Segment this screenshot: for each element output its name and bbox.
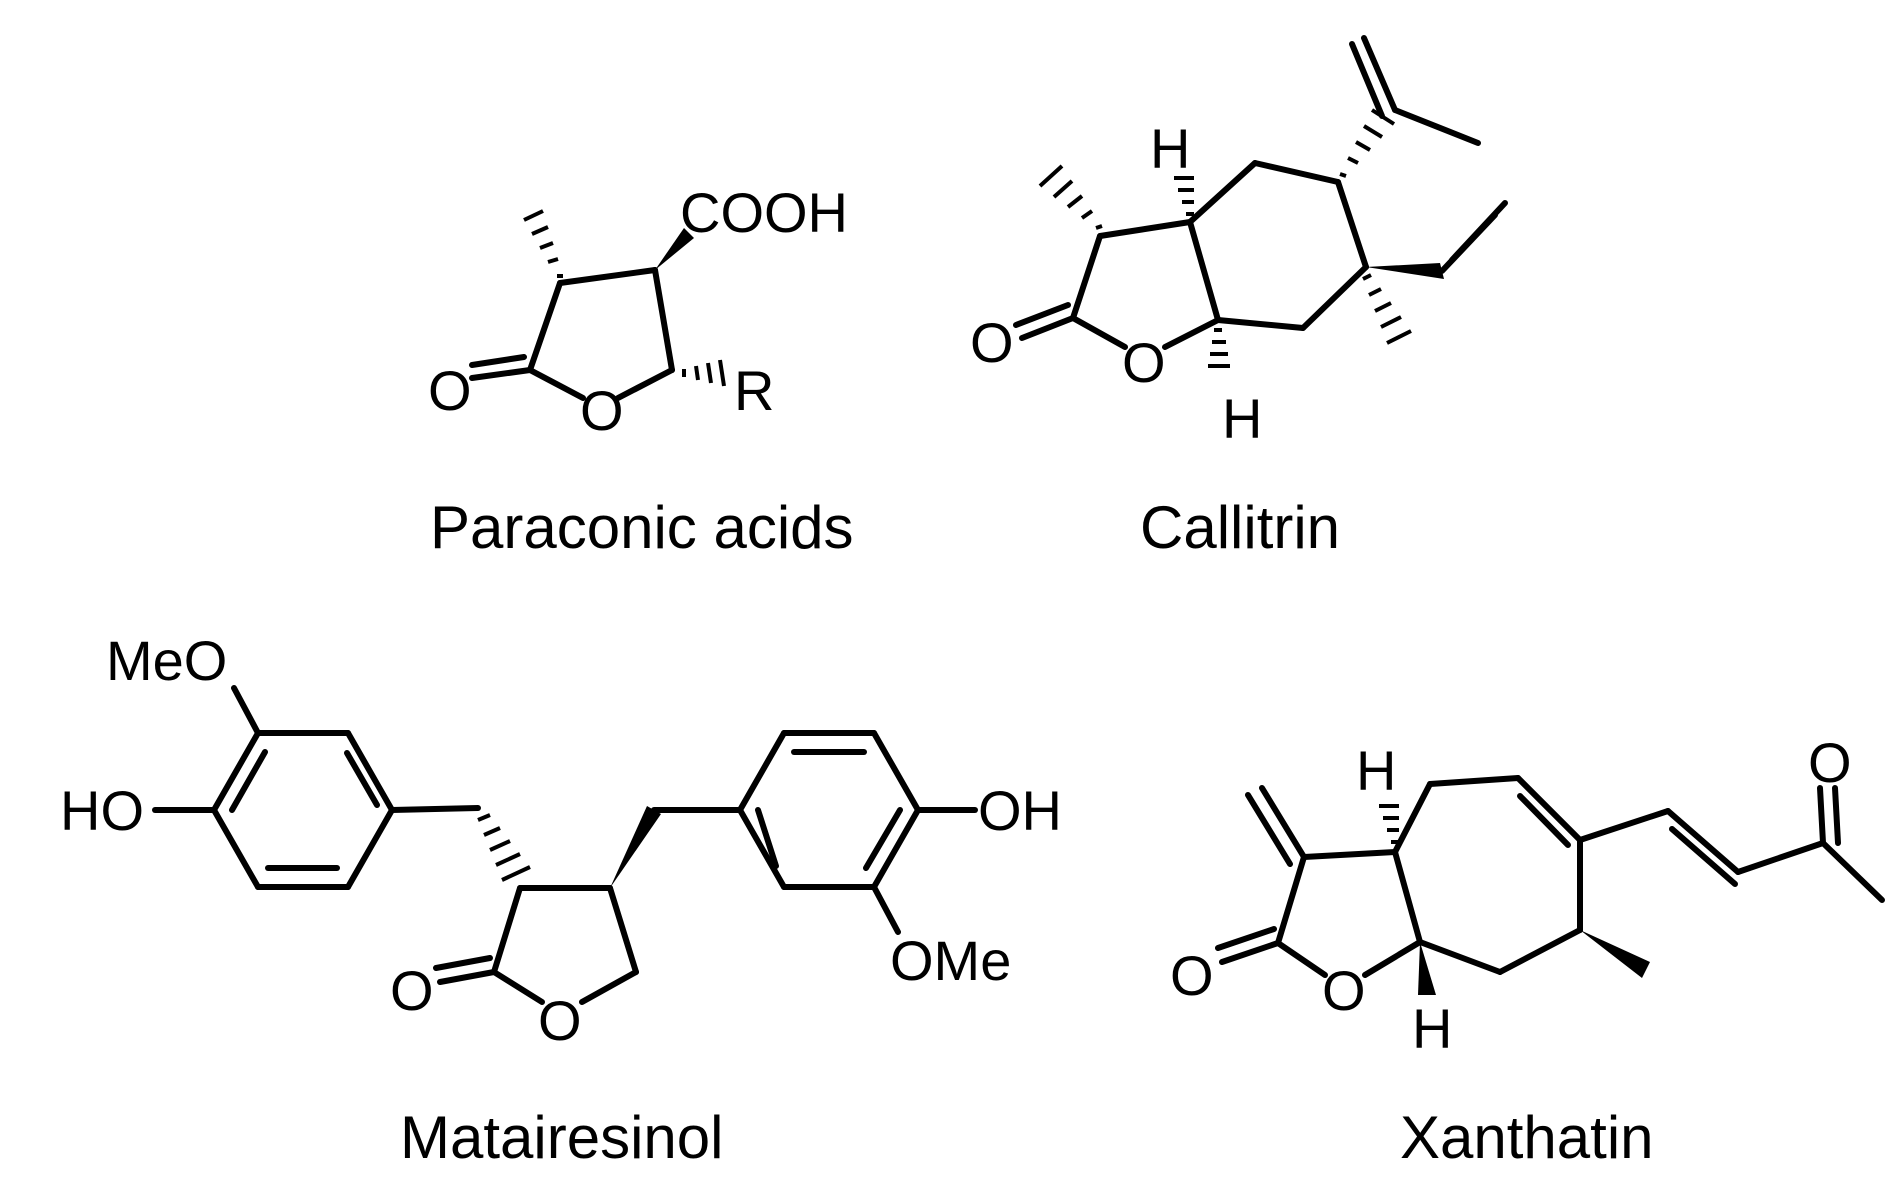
r-group-label: R [734, 359, 774, 422]
ring-oxygen-label: O [580, 379, 624, 442]
cooh-label: COOH [680, 181, 848, 244]
ring-oxygen-label: O [1122, 331, 1166, 394]
wedge-methyl [1580, 930, 1650, 978]
carbonyl-oxygen-label: O [1170, 944, 1214, 1007]
carbonyl-bond-2 [469, 354, 527, 368]
molecule-matairesinol: MeO HO OH OMe O O Matairesinol [60, 629, 1062, 1171]
cyclohexane-ring [1187, 160, 1369, 331]
hashed-h-top [1174, 176, 1194, 216]
caption-xanthatin: Xanthatin [1400, 1104, 1654, 1171]
h-bottom-label: H [1222, 387, 1262, 450]
cycloheptene-ring [1392, 775, 1583, 975]
h-top-label: H [1356, 739, 1396, 802]
hashed-benzyl [477, 813, 531, 882]
hashed-h-top [1379, 804, 1399, 844]
wedge-benzyl [610, 806, 661, 888]
carbonyl-bond [469, 367, 533, 381]
hashed-h-bottom [1208, 328, 1230, 368]
carbonyl-oxygen-label: O [428, 359, 472, 422]
caption-paraconic-acids: Paraconic acids [430, 494, 854, 561]
molecule-xanthatin: H O O O H Xanthatin [1170, 731, 1885, 1171]
methoxy-right-label: OMe [890, 929, 1011, 992]
caption-matairesinol: Matairesinol [400, 1104, 723, 1171]
carbonyl-bond-2 [1013, 302, 1071, 328]
lactone-ring [1275, 849, 1423, 978]
hydroxy-left-label: HO [60, 779, 144, 842]
wedge-h-bottom [1418, 942, 1436, 995]
molecule-paraconic-acids: COOH O O R Paraconic acids [428, 181, 854, 561]
lactone-ring [527, 267, 675, 401]
methoxy-left-label: MeO [106, 629, 227, 692]
ring-oxygen-label: O [1322, 959, 1366, 1022]
h-bottom-label: H [1412, 997, 1452, 1060]
lactone-ring [491, 885, 639, 1005]
hashed-methyl-down [1362, 273, 1412, 345]
molecule-callitrin: H O O H Callitrin [970, 35, 1508, 561]
hashed-isopropenyl [1339, 108, 1396, 178]
ring-oxygen-label: O [538, 989, 582, 1052]
right-benzene-ring [737, 730, 921, 890]
hashed-methyl [523, 209, 563, 278]
wedge-vinyl [1366, 263, 1444, 279]
carbonyl-bond [1019, 315, 1076, 341]
left-benzene-ring [211, 730, 395, 890]
hydroxy-right-label: OH [978, 779, 1062, 842]
caption-callitrin: Callitrin [1140, 494, 1340, 561]
ketone-oxygen-label: O [1808, 731, 1852, 794]
h-top-label: H [1150, 117, 1190, 180]
hashed-r [682, 359, 726, 387]
hashed-methyl [1038, 164, 1103, 230]
carbonyl-oxygen-label: O [970, 311, 1014, 374]
lactone-ring [1070, 219, 1221, 350]
wedge-bond [655, 228, 694, 270]
carbonyl-oxygen-label: O [390, 959, 434, 1022]
